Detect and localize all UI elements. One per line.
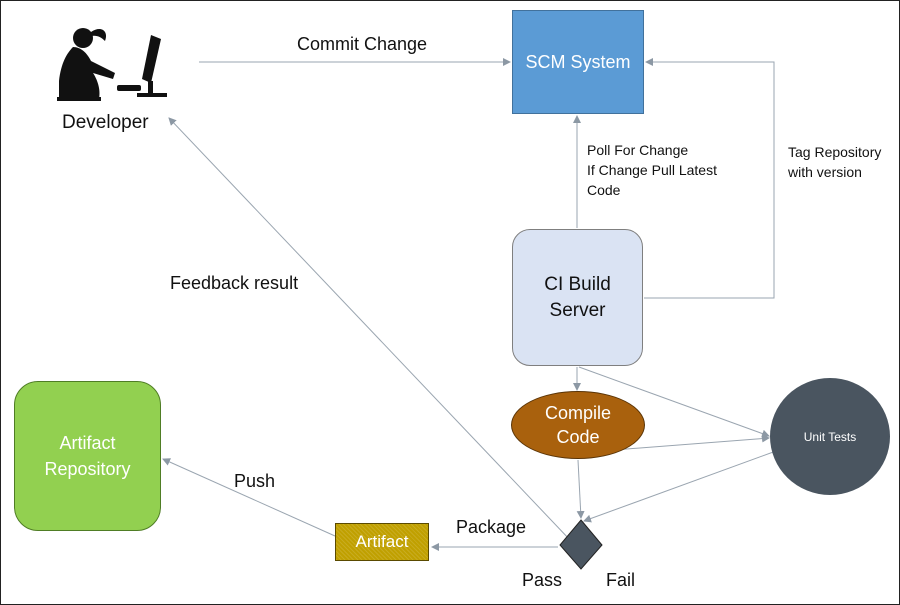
compile-line-1: Compile: [544, 403, 612, 423]
tag-line-2: with version: [788, 164, 862, 180]
poll-line-2: If Change Pull Latest: [587, 162, 717, 178]
scm-system-label: SCM System: [525, 51, 631, 72]
unit-tests-node: Unit Tests: [770, 378, 890, 495]
repo-line-2: Repository: [44, 459, 131, 479]
poll-line-1: Poll For Change: [587, 142, 689, 158]
compile-line-2: Code: [556, 427, 600, 447]
commit-change-label: Commit Change: [297, 34, 428, 54]
developer-label: Developer: [62, 112, 149, 133]
feedback-result-label: Feedback result: [170, 273, 299, 293]
repo-line-1: Artifact: [59, 433, 116, 453]
unit-tests-label: Unit Tests: [803, 429, 857, 444]
ci-build-server-node: CI Build Server: [512, 229, 643, 366]
tag-repository-label: Tag Repository with version: [788, 142, 881, 182]
developer-at-computer-icon: [57, 28, 167, 101]
push-label: Push: [234, 471, 276, 491]
compile-to-unit-tests-arrow: [600, 434, 770, 452]
tag-line-1: Tag Repository: [788, 144, 882, 160]
ci-to-unit-tests-arrow: [578, 366, 770, 438]
compile-code-node: Compile Code: [511, 391, 645, 459]
tag-repository-arrow: [644, 58, 775, 299]
artifact-repository-node: Artifact Repository: [14, 381, 161, 531]
fail-label: Fail: [606, 570, 636, 590]
artifact-node: Artifact: [335, 523, 429, 561]
package-label: Package: [456, 517, 527, 537]
feedback-result-arrow: [168, 117, 572, 542]
scm-system-node: SCM System: [512, 10, 644, 114]
push-arrow: [162, 458, 336, 537]
ci-line-2: Server: [549, 299, 606, 321]
decision-diamond-icon: [559, 519, 603, 570]
poll-line-3: Code: [587, 182, 621, 198]
unit-tests-to-decision-arrow: [583, 450, 777, 523]
artifact-label: Artifact: [355, 532, 409, 551]
pass-label: Pass: [522, 570, 563, 590]
compile-to-decision-arrow: [576, 459, 585, 519]
poll-for-change-label: Poll For Change If Change Pull Latest Co…: [587, 140, 717, 200]
ci-line-1: CI Build: [544, 273, 611, 295]
